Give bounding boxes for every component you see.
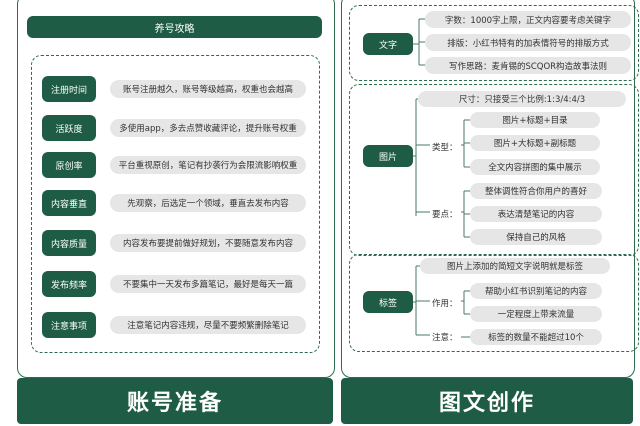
image-point-2: 表达清楚笔记的内容 bbox=[470, 206, 602, 222]
row-label-notes: 注意事项 bbox=[42, 312, 96, 338]
row-text-notes: 注意笔记内容违规，尽量不要频繁删除笔记 bbox=[110, 316, 306, 334]
text-section-box bbox=[349, 5, 639, 81]
tag-use-label: 作用： bbox=[432, 299, 458, 309]
row-label-register-time: 注册时间 bbox=[42, 76, 96, 102]
tag-note: 标签的数量不能超过10个 bbox=[470, 329, 602, 345]
image-point-3: 保持自己的风格 bbox=[470, 229, 602, 245]
image-type-2: 图片+大标题+副标题 bbox=[470, 135, 600, 151]
tag-note-label: 注意： bbox=[432, 333, 458, 343]
image-size: 尺寸：只接受三个比例:1:3/4:4/3 bbox=[418, 91, 626, 107]
row-text-activity: 多使用app，多去点赞收藏评论，提升账号权重 bbox=[110, 119, 306, 137]
image-type-label: 类型： bbox=[432, 143, 458, 153]
row-label-vertical: 内容垂直 bbox=[42, 190, 96, 216]
account-guide-box bbox=[31, 55, 320, 353]
row-text-vertical: 先观察，后选定一个领域，垂直去发布内容 bbox=[110, 194, 306, 212]
image-point-1: 整体调性符合你用户的喜好 bbox=[470, 183, 602, 199]
row-text-register-time: 账号注册越久，账号等级越高，权重也会越高 bbox=[110, 80, 306, 98]
image-points-label: 要点： bbox=[432, 210, 458, 220]
row-label-quality: 内容质量 bbox=[42, 230, 96, 256]
row-label-originality: 原创率 bbox=[42, 152, 96, 178]
text-section-label: 文字 bbox=[363, 33, 413, 55]
tag-section-label: 标签 bbox=[363, 291, 413, 313]
tag-section-box bbox=[349, 254, 639, 352]
text-item-layout: 排版：小红书特有的加表情符号的排版方式 bbox=[425, 34, 631, 51]
row-label-activity: 活跃度 bbox=[42, 115, 96, 141]
row-label-frequency: 发布频率 bbox=[42, 271, 96, 297]
image-type-1: 图片+标题+目录 bbox=[470, 112, 600, 128]
row-text-originality: 平台重视原创，笔记有抄袭行为会限流影响权重 bbox=[110, 156, 306, 174]
image-text-creation-footer: 图文创作 bbox=[341, 378, 633, 424]
image-type-3: 全文内容拼图的集中展示 bbox=[470, 159, 600, 175]
image-section-label: 图片 bbox=[363, 145, 413, 167]
tag-use-2: 一定程度上带来流量 bbox=[470, 306, 602, 322]
tag-use-1: 帮助小红书识别笔记的内容 bbox=[470, 283, 602, 299]
text-item-method: 写作思路：麦肯锡的SCQOR构造故事法则 bbox=[425, 57, 631, 74]
row-text-quality: 内容发布要提前做好规划，不要随意发布内容 bbox=[110, 234, 306, 252]
row-text-frequency: 不要集中一天发布多篇笔记，最好是每天一篇 bbox=[110, 275, 306, 293]
text-item-wordcount: 字数：1000字上限，正文内容要考虑关键字 bbox=[425, 11, 631, 28]
tag-desc: 图片上添加的简短文字说明就是标签 bbox=[420, 258, 610, 274]
image-section-box bbox=[349, 84, 639, 256]
account-guide-title: 养号攻略 bbox=[27, 16, 322, 38]
account-prep-footer: 账号准备 bbox=[17, 378, 333, 424]
